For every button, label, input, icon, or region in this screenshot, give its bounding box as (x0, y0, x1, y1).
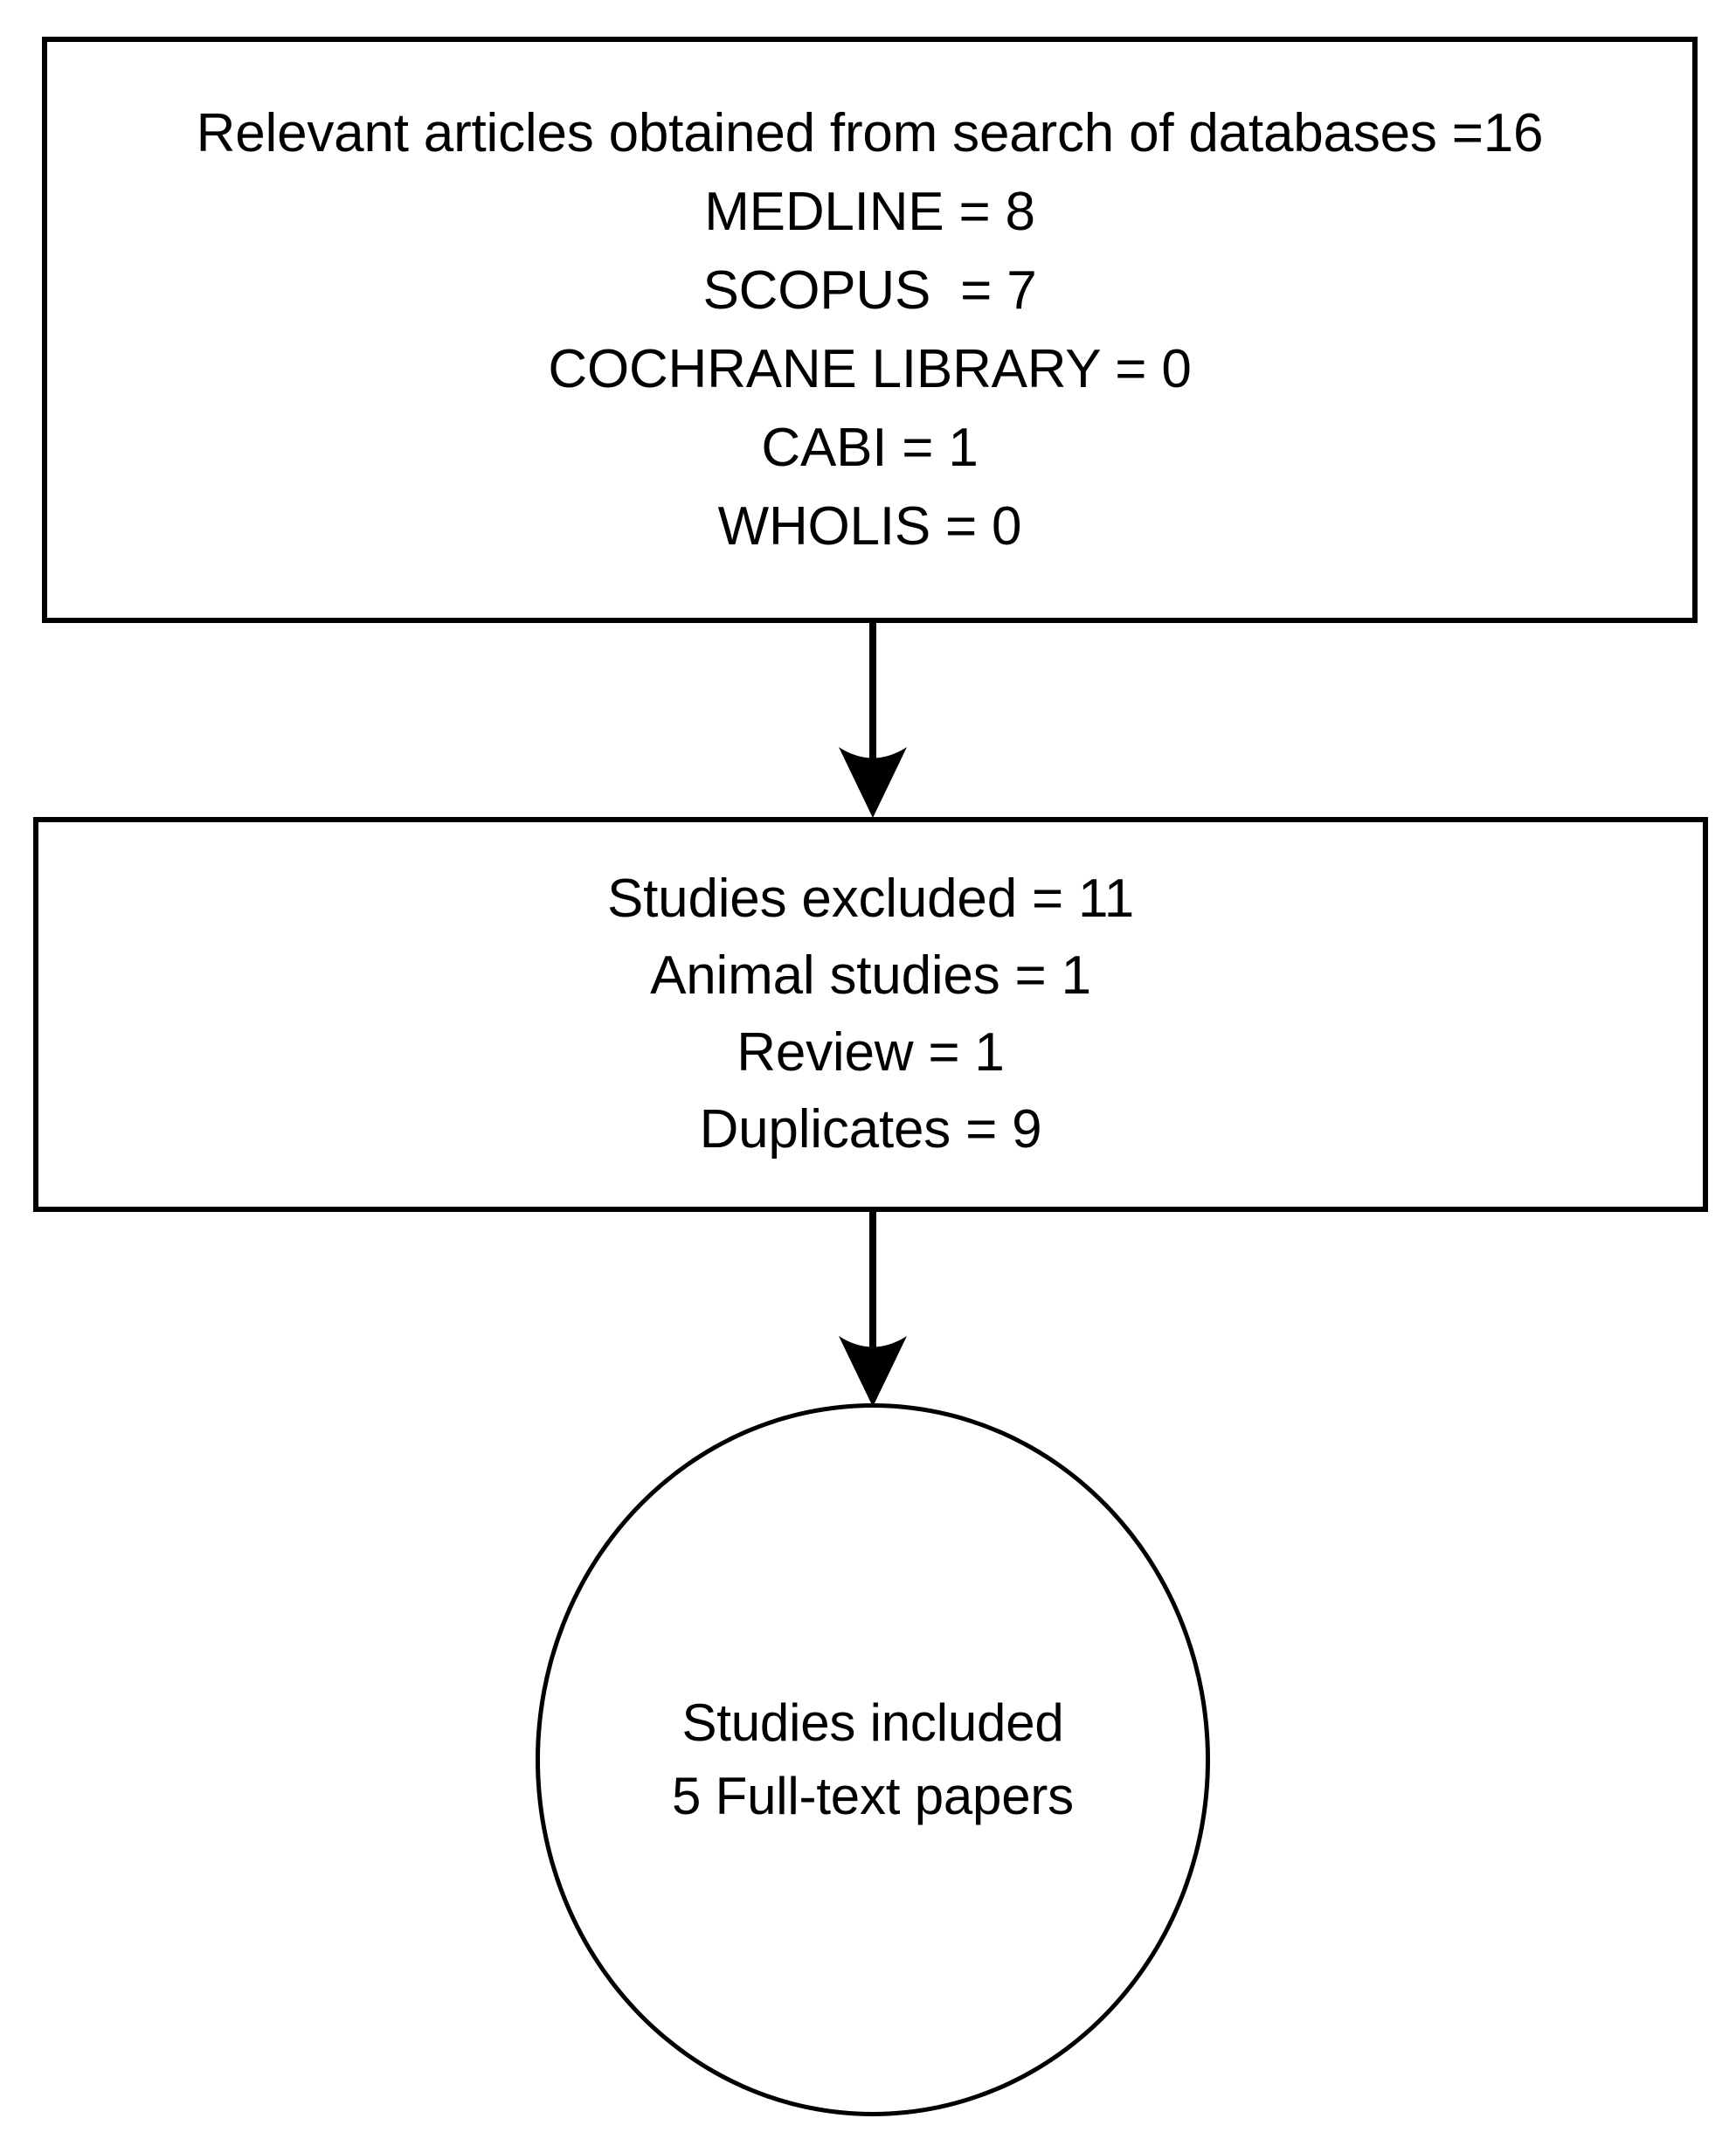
included-line-count: 5 Full-text papers (672, 1767, 1074, 1825)
excluded-line-total: Studies excluded = 11 (606, 869, 1135, 929)
excluded-line-duplicates: Duplicates = 9 (699, 1099, 1042, 1160)
databases-line-cochrane: COCHRANE LIBRARY = 0 (548, 338, 1192, 399)
databases-line-medline: MEDLINE = 8 (704, 181, 1035, 242)
node-databases-box: Relevant articles obtained from search o… (42, 37, 1698, 623)
databases-line-cabi: CABI = 1 (761, 417, 979, 478)
arrow-databases-to-excluded (839, 623, 907, 818)
databases-line-scopus: SCOPUS = 7 (702, 260, 1037, 321)
databases-line-wholis: WHOLIS = 0 (717, 495, 1022, 557)
arrow-excluded-to-included (839, 1212, 907, 1407)
node-excluded-box: Studies excluded = 11 Animal studies = 1… (33, 817, 1708, 1212)
excluded-line-review: Review = 1 (737, 1022, 1005, 1083)
node-included-circle: Studies included 5 Full-text papers (536, 1403, 1210, 2116)
arrow-head (839, 1336, 907, 1407)
databases-line-total: Relevant articles obtained from search o… (196, 102, 1544, 163)
arrow-head (839, 747, 907, 818)
included-line-heading: Studies included (681, 1693, 1064, 1752)
excluded-line-animal: Animal studies = 1 (650, 945, 1091, 1006)
